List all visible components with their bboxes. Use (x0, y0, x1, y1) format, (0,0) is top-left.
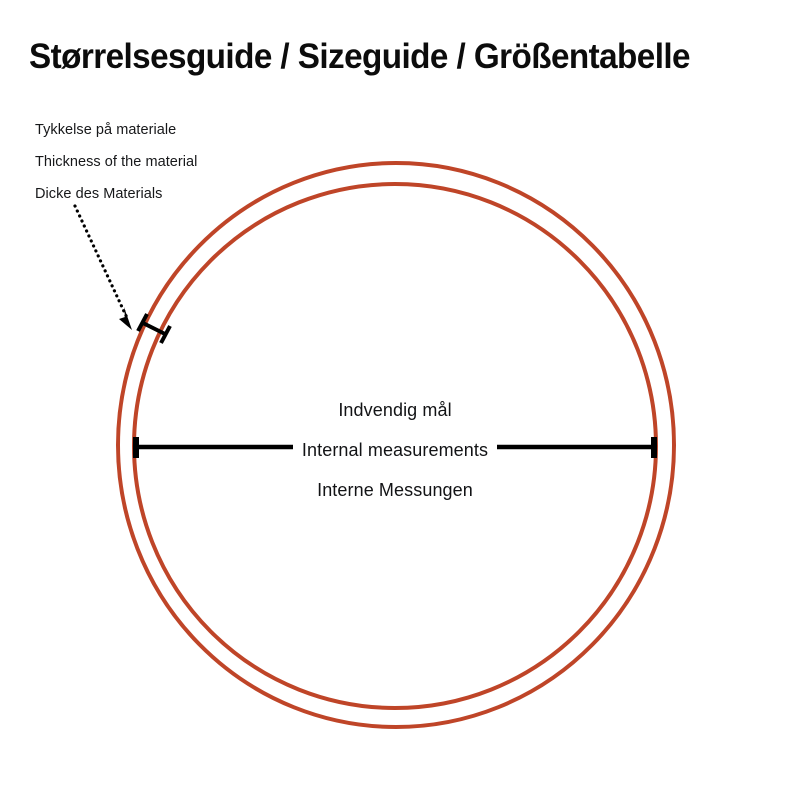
page-title: Størrelsesguide / Sizeguide / Größentabe… (29, 37, 691, 76)
internal-diameter-dimension (133, 437, 657, 458)
thickness-label-de: Dicke des Materials (35, 186, 163, 202)
thickness-dimension-marker (136, 313, 172, 344)
thickness-label-da: Tykkelse på materiale (35, 122, 177, 138)
outer-ring-circle (116, 161, 676, 729)
material-thickness-callout: Tykkelse på materiale Thickness of the m… (35, 114, 315, 210)
thickness-label-en: Thickness of the material (35, 154, 198, 170)
thickness-bar (142, 321, 166, 336)
leader-dotted-line (73, 204, 130, 322)
thickness-cap-outer (159, 325, 172, 344)
leader-arrowhead-icon (119, 307, 132, 330)
thickness-cap-inner (136, 313, 149, 332)
leader-arrow (73, 204, 132, 330)
